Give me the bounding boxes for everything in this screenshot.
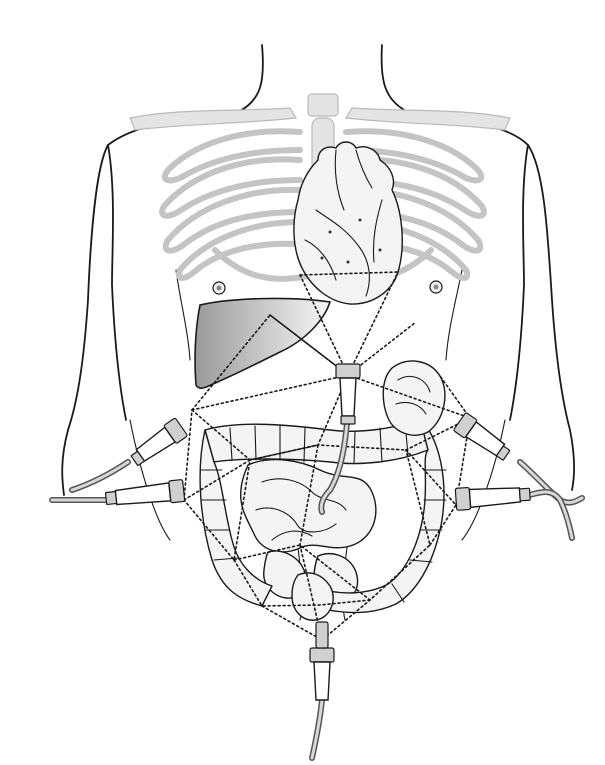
trocar-port xyxy=(455,483,572,538)
heart xyxy=(294,142,402,304)
trocar-port xyxy=(52,479,185,509)
trocar-port xyxy=(310,622,334,758)
liver xyxy=(195,298,330,388)
trocar-port xyxy=(72,418,188,490)
